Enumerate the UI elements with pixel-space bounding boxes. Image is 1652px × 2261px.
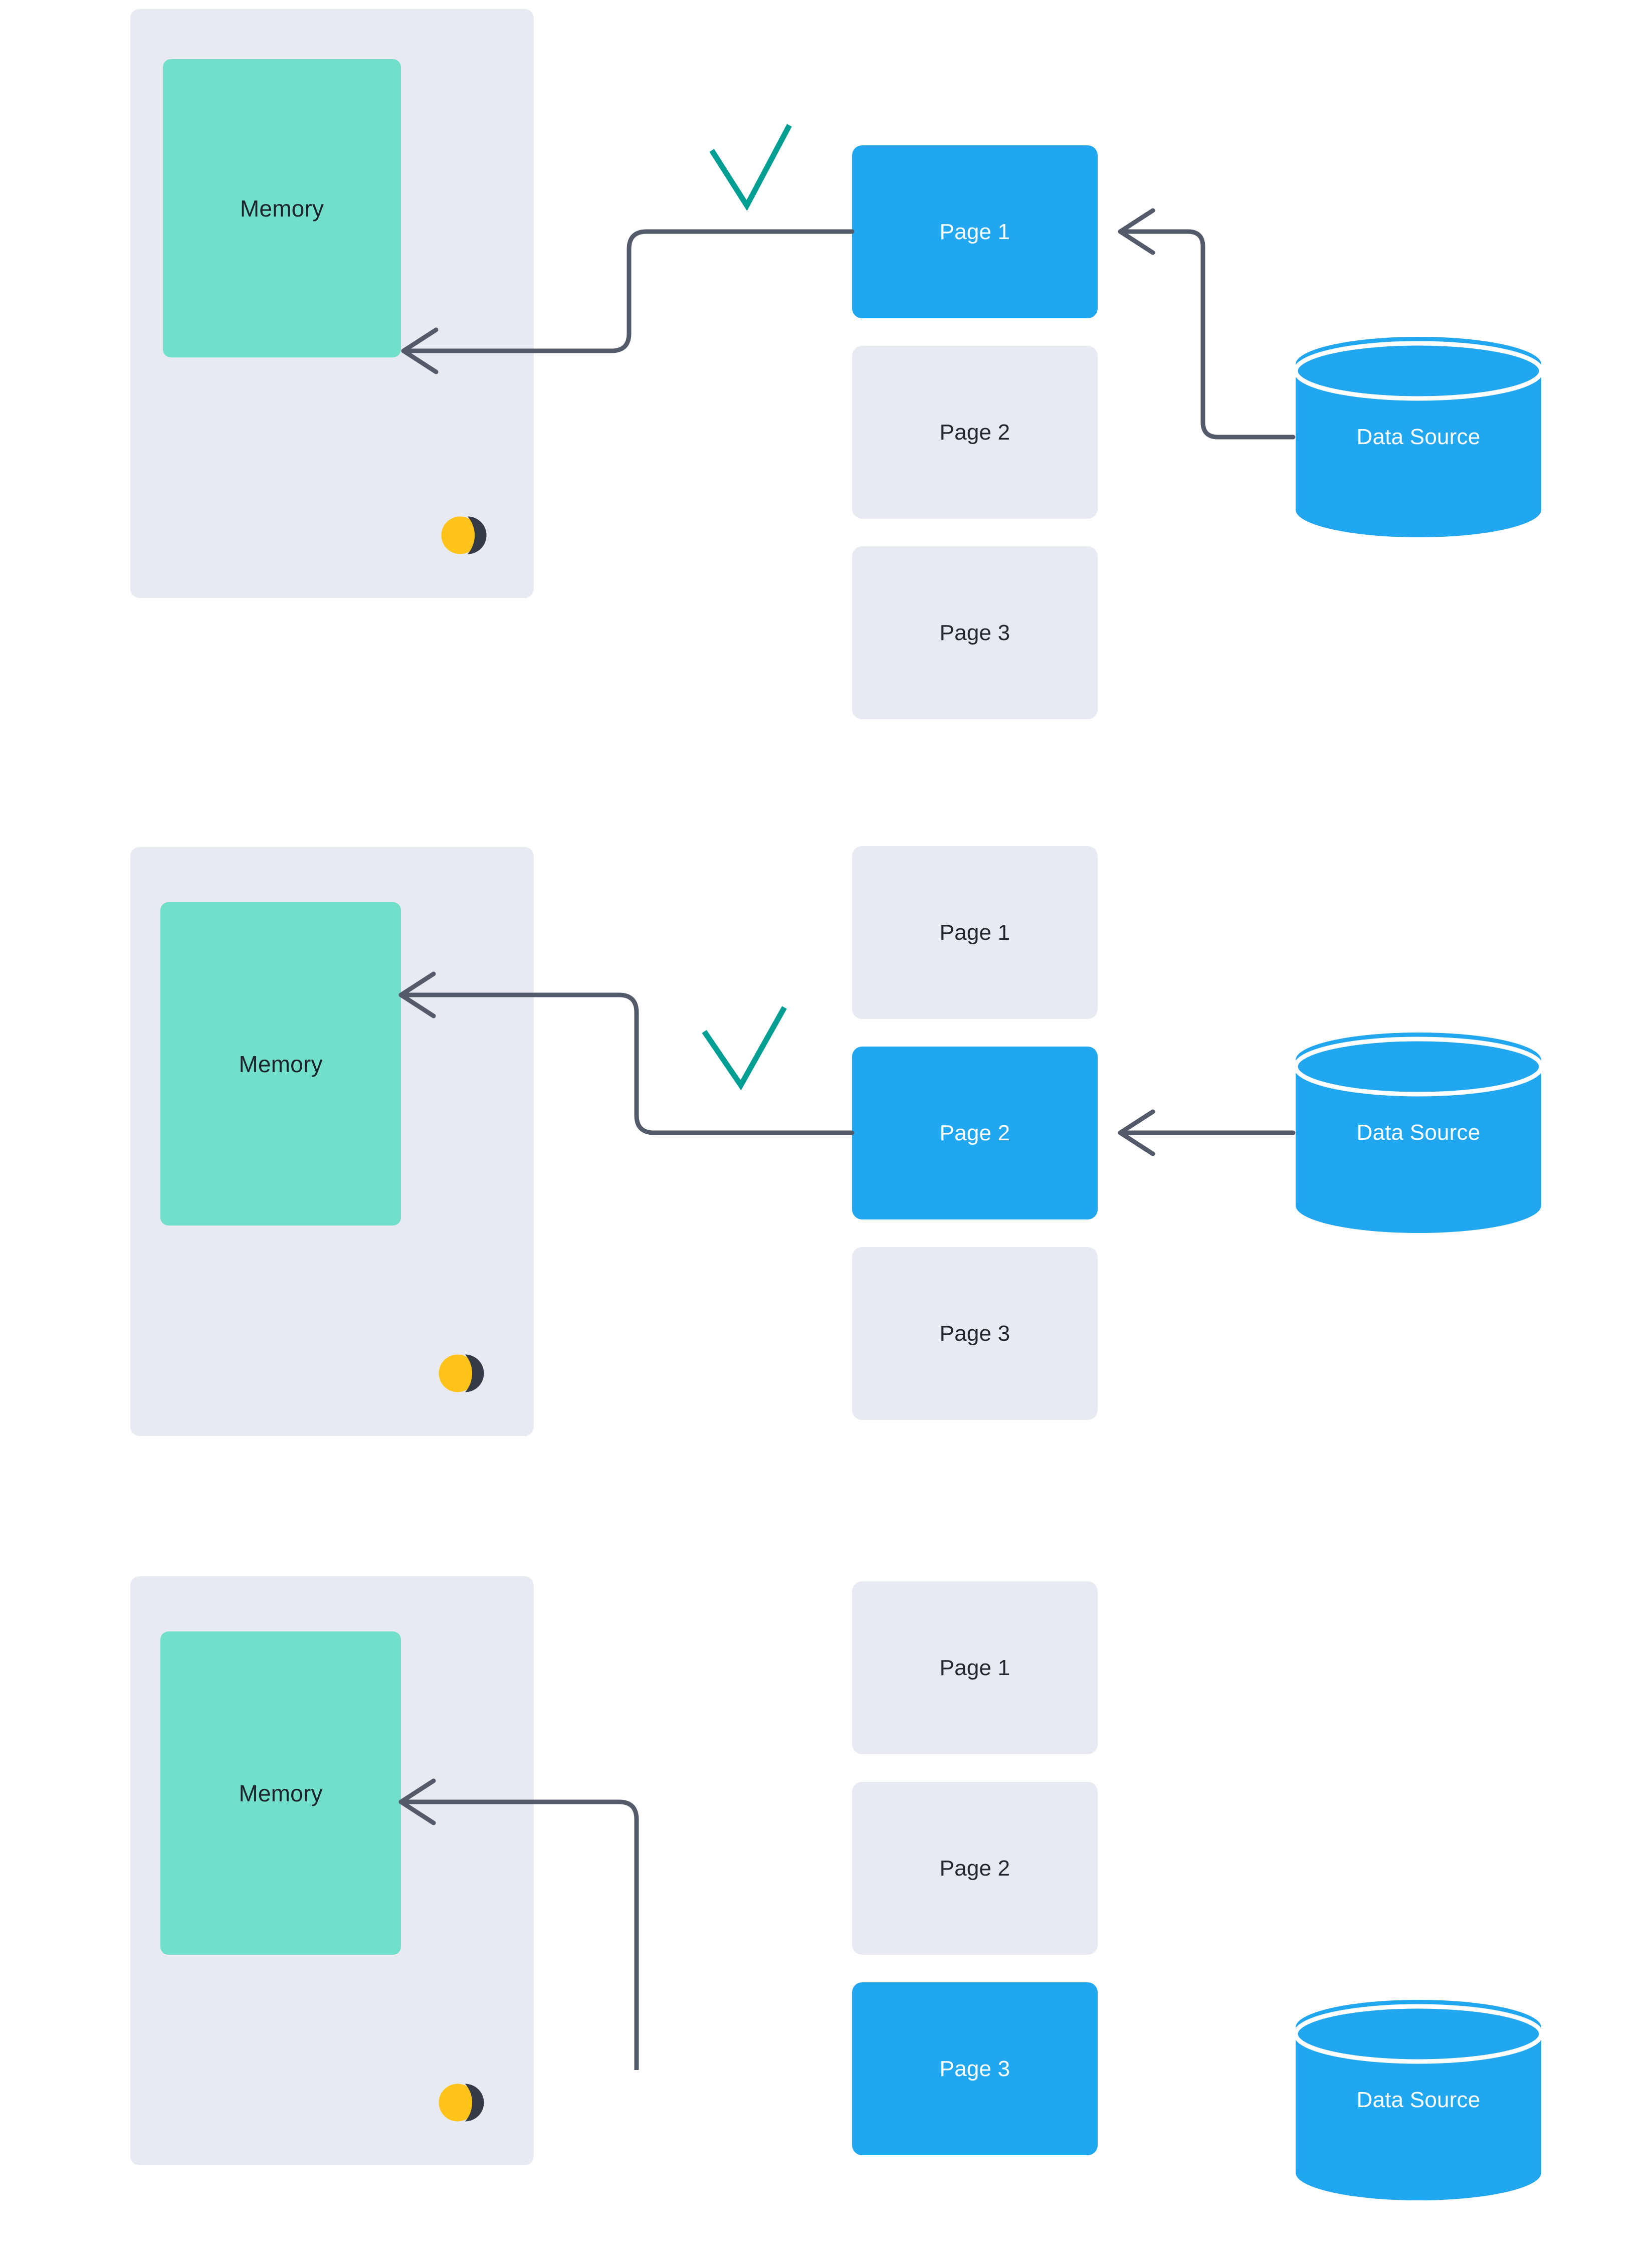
page-label: Page 1 — [939, 219, 1010, 244]
page-box-2[interactable]: Page 2 — [852, 346, 1098, 519]
data-source-cylinder[interactable]: Data Source — [1293, 337, 1544, 537]
page-label: Page 2 — [939, 420, 1010, 445]
panel-step-2: Memory Page 1 Page 2 Page 3 — [0, 722, 1652, 1436]
page-box-1[interactable]: Page 1 — [852, 1581, 1098, 1754]
arrow-left-icon-page2 — [1118, 1109, 1155, 1156]
connector-datasource-to-page1 — [1118, 229, 1296, 440]
page-label: Page 3 — [939, 2056, 1010, 2081]
page-box-3[interactable]: Page 3 — [852, 546, 1098, 719]
logo-eclipse-icon — [434, 2065, 509, 2140]
memory-block: Memory — [160, 1631, 401, 1955]
page-box-1[interactable]: Page 1 — [852, 846, 1098, 1019]
page-box-1[interactable]: Page 1 — [852, 145, 1098, 318]
database-cylinder-icon — [1293, 1033, 1544, 1233]
page-label: Page 3 — [939, 620, 1010, 645]
checkmark-icon — [709, 124, 792, 211]
page-label: Page 3 — [939, 1321, 1010, 1346]
memory-block: Memory — [160, 902, 401, 1225]
data-source-cylinder[interactable]: Data Source — [1293, 1033, 1544, 1233]
memory-label: Memory — [239, 1780, 323, 1806]
memory-container: Memory — [130, 9, 534, 598]
memory-container: Memory — [130, 847, 534, 1436]
logo-eclipse-icon — [436, 498, 511, 573]
checkmark-icon — [702, 1006, 787, 1091]
page-label: Page 2 — [939, 1120, 1010, 1145]
page-box-2[interactable]: Page 2 — [852, 1047, 1098, 1219]
database-cylinder-icon — [1293, 2000, 1544, 2200]
memory-label: Memory — [239, 1051, 323, 1077]
arrow-left-icon-page1 — [1118, 208, 1155, 255]
page-box-3[interactable]: Page 3 — [852, 1247, 1098, 1420]
page-label: Page 1 — [939, 1655, 1010, 1680]
panel-step-1: Memory Page 1 Page 2 Page 3 — [0, 0, 1652, 719]
memory-block: Memory — [163, 59, 401, 357]
data-source-cylinder[interactable]: Data Source — [1293, 2000, 1544, 2200]
page-box-2[interactable]: Page 2 — [852, 1782, 1098, 1955]
panel-step-3: Memory Page 1 Page 2 Page 3 — [0, 1444, 1652, 2200]
memory-label: Memory — [240, 195, 324, 222]
page-label: Page 2 — [939, 1856, 1010, 1881]
logo-eclipse-icon — [434, 1336, 509, 1411]
database-cylinder-icon — [1293, 337, 1544, 537]
memory-container: Memory — [130, 1576, 534, 2165]
page-label: Page 1 — [939, 920, 1010, 945]
page-box-3[interactable]: Page 3 — [852, 1982, 1098, 2155]
